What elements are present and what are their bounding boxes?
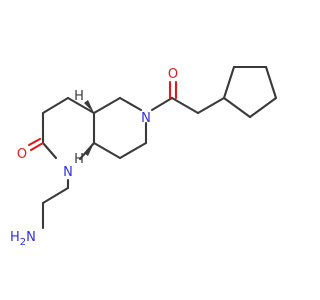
- bond: [170, 96, 200, 115]
- bond: [264, 65, 278, 100]
- bond: [41, 141, 58, 160]
- bond: [41, 186, 70, 205]
- bond: [92, 96, 122, 115]
- bond: [118, 96, 143, 112]
- oxygen-label: O: [17, 147, 27, 162]
- bond: [150, 96, 174, 112]
- bond: [222, 65, 236, 100]
- bond: [41, 96, 70, 115]
- stereo-wedge: [84, 100, 94, 113]
- bond: [196, 96, 226, 115]
- stereo-wedge: [84, 143, 94, 156]
- bond: [248, 96, 278, 119]
- bond: [118, 141, 148, 160]
- structure-canvas: O N O N H H H2N: [10, 65, 278, 248]
- bond: [92, 141, 122, 160]
- amine-label: H2N: [10, 230, 36, 248]
- hydrogen-label: H: [74, 89, 84, 104]
- nitrogen-label: N: [141, 111, 151, 126]
- oxygen-label: O: [168, 67, 178, 82]
- bond: [27, 137, 42, 147]
- nitrogen-label: N: [63, 165, 73, 180]
- bond: [66, 96, 96, 115]
- hydrogen-label: H: [74, 152, 84, 167]
- bond: [29, 141, 45, 152]
- molecule-drawing: O N O N H H H2N: [10, 65, 278, 248]
- bond: [222, 96, 252, 119]
